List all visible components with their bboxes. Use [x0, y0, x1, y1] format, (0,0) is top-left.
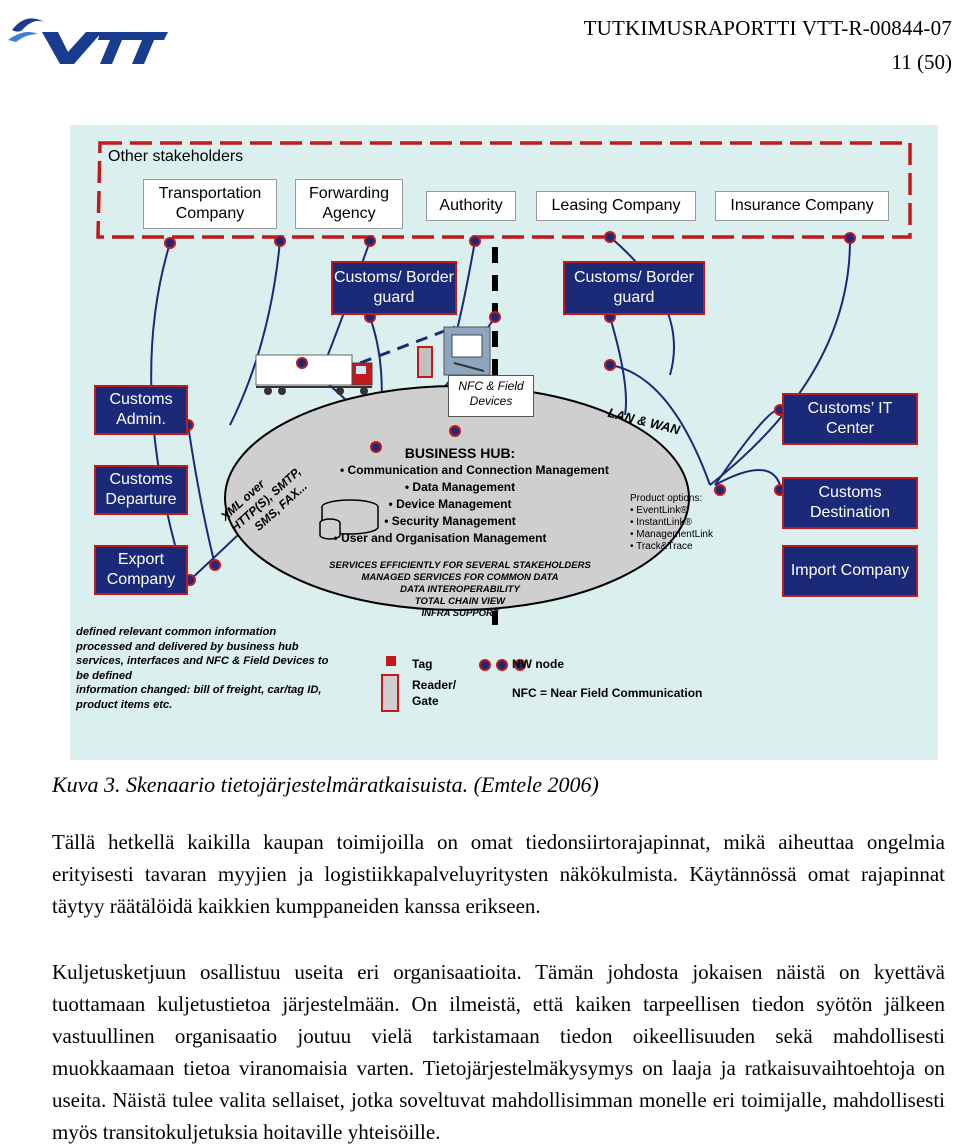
export-company-box: Export Company	[94, 545, 188, 595]
vtt-logo-graphic	[8, 18, 168, 64]
note-line-4: be defined	[76, 669, 132, 682]
report-id: TUTKIMUSRAPORTTI VTT-R-00844-07	[583, 16, 952, 40]
customs-border-guard-right: Customs/ Border guard	[563, 261, 705, 315]
authority-box: Authority	[426, 191, 516, 221]
transportation-company-box: Transportation Company	[143, 179, 277, 229]
paragraph-1: Tällä hetkellä kaikilla kaupan toimijoil…	[52, 830, 945, 918]
scenario-figure: Other stakeholders Transportation Compan…	[70, 125, 938, 760]
customs-admin-box: Customs Admin.	[94, 385, 188, 435]
hub-service-4: TOTAL CHAIN VIEW	[414, 596, 506, 607]
nfc-field-devices-label: NFC & Field Devices	[448, 375, 534, 417]
forwarding-agency-box: Forwarding Agency	[295, 179, 403, 229]
paragraph-2: Kuljetusketjuun osallistuu useita eri or…	[52, 960, 945, 1144]
note-line-6: product items etc.	[76, 698, 173, 711]
hub-item-device: • Device Management	[388, 497, 512, 511]
legend-nfc: NFC = Near Field Communication	[512, 686, 703, 700]
note-line-3: services, interfaces and NFC & Field Dev…	[76, 655, 329, 667]
customs-destination-box: Customs Destination	[782, 477, 918, 529]
vtt-logo	[8, 8, 168, 66]
hub-service-5: INFRA SUPPORT	[421, 608, 499, 619]
product-managementlink: • ManagementLink	[630, 529, 713, 540]
product-options-title: Product options:	[630, 493, 703, 504]
truck-icon	[255, 354, 373, 395]
import-company-box: Import Company	[782, 545, 918, 597]
note-line-1: defined relevant common information	[76, 626, 277, 638]
legend-tag: Tag	[412, 657, 433, 671]
figure-caption: Kuva 3. Skenaario tietojärjestelmäratkai…	[52, 772, 599, 797]
product-eventlink: • EventLink®	[630, 505, 688, 516]
note-line-2: processed and delivered by business hub	[76, 640, 299, 653]
other-stakeholders-label: Other stakeholders	[108, 148, 244, 165]
leasing-company-box: Leasing Company	[536, 191, 696, 221]
insurance-company-box: Insurance Company	[715, 191, 889, 221]
product-instantlink: • InstantLink®	[630, 517, 693, 528]
customs-departure-box: Customs Departure	[94, 465, 188, 515]
hub-item-communication: • Communication and Connection Managemen…	[340, 463, 609, 477]
figure-lines	[96, 141, 912, 712]
customs-border-guard-left: Customs/ Border guard	[331, 261, 457, 315]
page-number: 11 (50)	[891, 50, 952, 74]
customs-it-center-box: Customs’ IT Center	[782, 393, 918, 445]
legend-nw-node: NW node	[512, 657, 564, 671]
business-hub-title: BUSINESS HUB:	[404, 445, 516, 461]
product-tracktrace: • Track&Trace	[630, 541, 693, 552]
note-line-5: information changed: bill of freight, ca…	[76, 684, 322, 696]
hub-item-user: • User and Organisation Management	[333, 531, 547, 545]
figure-note: defined relevant common information proc…	[76, 625, 366, 712]
product-options: Product options: • EventLink® • InstantL…	[630, 493, 713, 553]
legend-reader-gate: Reader/ Gate	[412, 678, 457, 708]
hub-service-1: SERVICES EFFICIENTLY FOR SEVERAL STAKEHO…	[329, 560, 591, 571]
hub-service-3: DATA INTEROPERABILITY	[400, 584, 520, 595]
hub-item-data: • Data Management	[404, 480, 516, 494]
hub-item-security: • Security Management	[384, 514, 516, 528]
hub-service-2: MANAGED SERVICES FOR COMMON DATA	[361, 572, 559, 583]
